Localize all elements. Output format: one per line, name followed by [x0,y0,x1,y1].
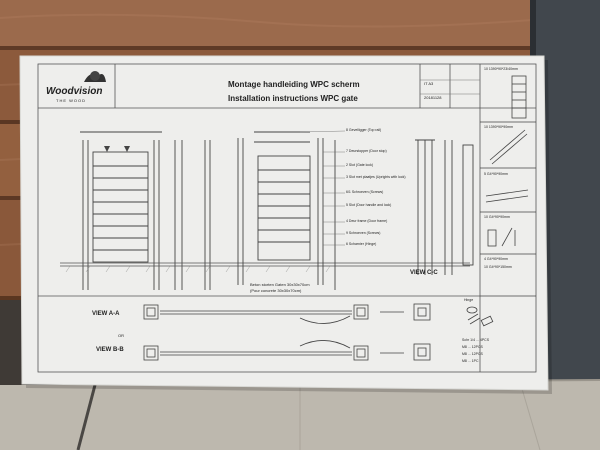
view-aa-label: VIEW A-A [92,311,120,317]
callout-door-frame: 4 Deur frame (Door frame) [346,219,388,223]
parts-column [480,75,536,297]
part-label-6: 10 G4*90*150mm [484,265,512,269]
callout-door-stop: 7 Deurstopper (Door stop) [346,149,387,153]
parts-list-3: M8 ... 12PCS [462,352,483,356]
gate-front-drawing [80,131,211,290]
callout-hinge: 6 Scharnier (Hinge) [346,242,377,246]
brand-subtitle: THE WOOD [56,98,86,103]
title-english: Installation instructions WPC gate [228,94,358,103]
view-bb-label: VIEW B-B [96,347,124,353]
view-bb-drawing [143,340,431,361]
callout-screws-1: 6/1 Schroeven (Screws) [346,190,384,194]
part-label-4: 10 G4*90*90mm [484,215,510,219]
parts-list-2: M8 ... 12PCS [462,345,483,349]
drawing-frame [37,63,537,373]
part-label-hinge: Hinge [464,298,474,302]
view-aa-drawing [143,303,431,324]
callout-handle: 5 Slot (Door handle and lock) [346,203,392,207]
ground-hatching [65,265,331,273]
concrete-note-en: (Pour concrete 30x30x70cm) [250,288,302,293]
callout-gate-lock: 2 Slot (Gate lock) [346,163,374,167]
part-label-3: 5 G4*90*90mm [484,172,508,176]
hardware-icons [466,306,494,327]
concrete-note: Beton storten Gaten 30x30x70cm [250,282,310,287]
or-label: OR [118,333,124,338]
instruction-sheet [20,56,548,390]
view-cc-label: VIEW C-C [410,270,438,276]
callout-leaders [299,130,346,246]
gate-arrow-icons [104,146,130,152]
gate-center-drawing [237,131,336,290]
callout-uprights: 3 Slot met plaatjes (Uprights with lock) [346,175,406,179]
parts-list-4: M8 ... 1PC [462,359,479,363]
ground-line [60,262,470,267]
part-label-1: 10 1390*90*23/40mm [484,67,518,71]
part-label-5: 4 G4*90*90mm [484,257,508,261]
title-block-lines [420,79,480,95]
title-dutch: Montage handleiding WPC scherm [228,80,360,89]
woodvision-logo [84,71,106,82]
doc-code: IT A3 [424,81,434,86]
callout-screws-2: 9 Schroeven (Screws) [346,231,381,235]
brand-name: Woodvision [46,86,103,97]
view-cc-drawing [415,139,474,275]
parts-list-1: Schr 1/4 ... 4PCS [462,338,490,342]
part-label-2: 10 1390*90*90mm [484,125,513,129]
callout-top-rail: 8 Gevelligger (Top rail) [346,128,382,132]
doc-date: 20181128 [424,95,442,100]
